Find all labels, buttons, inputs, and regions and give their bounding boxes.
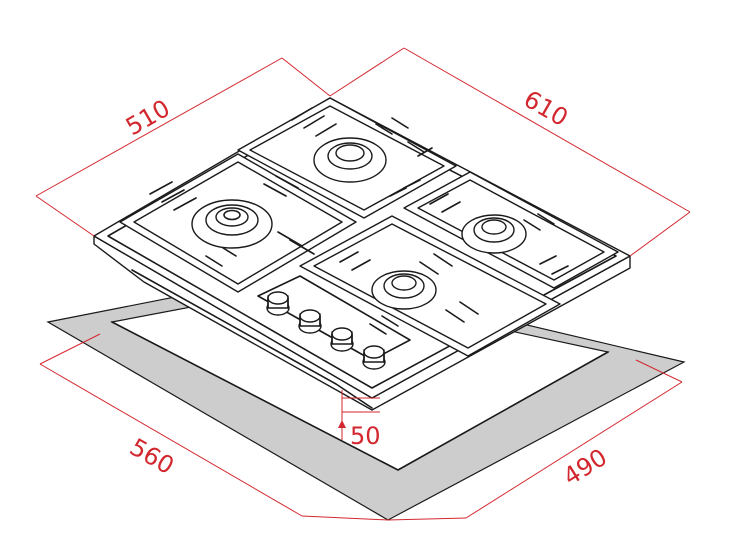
knob-2: [298, 309, 322, 334]
knob-1: [266, 291, 290, 316]
dimension-line-50: [338, 390, 380, 440]
dimension-label-510: 510: [121, 94, 175, 141]
knob-4: [362, 345, 386, 370]
dimension-label-50: 50: [350, 422, 381, 450]
dimension-label-610: 610: [519, 85, 573, 132]
burner-left: [191, 199, 273, 249]
dimension-label-490: 490: [558, 443, 612, 491]
dimension-line-560: [39, 333, 389, 521]
dimension-lines: [35, 47, 691, 521]
arrow-up-icon: [338, 420, 346, 428]
burner-right: [461, 214, 527, 254]
dimension-line-510: [35, 57, 331, 237]
dimension-line-610: [329, 47, 691, 257]
dimension-line-490: [387, 359, 683, 521]
burner-front: [371, 270, 437, 310]
knob-3: [330, 327, 354, 352]
burner-rear: [313, 137, 387, 183]
control-knobs: [266, 291, 386, 370]
